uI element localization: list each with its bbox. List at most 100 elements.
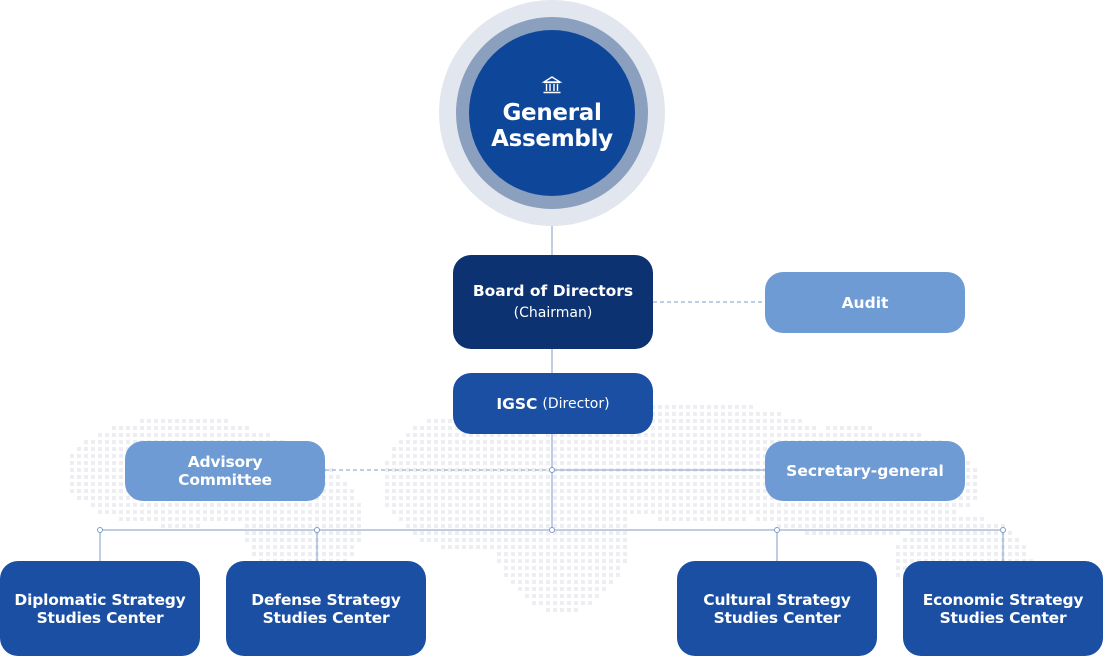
map-dot — [343, 545, 347, 549]
map-dot — [77, 489, 81, 493]
map-dot — [175, 433, 179, 437]
map-dot — [301, 552, 305, 556]
map-dot — [679, 447, 683, 451]
map-dot — [560, 587, 564, 591]
map-dot — [658, 440, 662, 444]
map-dot — [630, 440, 634, 444]
map-dot — [126, 440, 130, 444]
map-dot — [721, 426, 725, 430]
map-dot — [903, 517, 907, 521]
map-dot — [574, 482, 578, 486]
map-dot — [483, 510, 487, 514]
map-dot — [462, 503, 466, 507]
map-dot — [329, 482, 333, 486]
map-dot — [588, 594, 592, 598]
map-dot — [665, 433, 669, 437]
map-dot — [665, 412, 669, 416]
map-dot — [882, 503, 886, 507]
map-dot — [889, 503, 893, 507]
map-dot — [623, 482, 627, 486]
map-dot — [420, 489, 424, 493]
map-dot — [476, 482, 480, 486]
map-dot — [483, 475, 487, 479]
map-dot — [693, 496, 697, 500]
map-dot — [581, 524, 585, 528]
map-dot — [882, 433, 886, 437]
map-dot — [910, 517, 914, 521]
map-dot — [462, 489, 466, 493]
map-dot — [322, 531, 326, 535]
map-dot — [112, 426, 116, 430]
map-dot — [623, 489, 627, 493]
map-dot — [903, 538, 907, 542]
map-dot — [322, 489, 326, 493]
map-dot — [588, 475, 592, 479]
map-dot — [630, 482, 634, 486]
map-dot — [476, 510, 480, 514]
map-dot — [301, 510, 305, 514]
map-dot — [518, 447, 522, 451]
map-dot — [455, 440, 459, 444]
map-dot — [252, 545, 256, 549]
map-dot — [112, 447, 116, 451]
map-dot — [546, 601, 550, 605]
map-dot — [609, 545, 613, 549]
map-dot — [420, 524, 424, 528]
map-dot — [70, 468, 74, 472]
map-dot — [574, 552, 578, 556]
map-dot — [469, 433, 473, 437]
map-dot — [532, 447, 536, 451]
map-dot — [966, 468, 970, 472]
map-dot — [448, 496, 452, 500]
map-dot — [252, 552, 256, 556]
map-dot — [973, 538, 977, 542]
map-dot — [448, 475, 452, 479]
map-dot — [392, 475, 396, 479]
map-dot — [609, 566, 613, 570]
map-dot — [588, 503, 592, 507]
map-dot — [567, 587, 571, 591]
map-dot — [924, 510, 928, 514]
map-dot — [490, 454, 494, 458]
map-dot — [217, 426, 221, 430]
map-dot — [672, 503, 676, 507]
map-dot — [700, 510, 704, 514]
map-dot — [595, 440, 599, 444]
map-dot — [287, 552, 291, 556]
map-dot — [259, 433, 263, 437]
map-dot — [280, 503, 284, 507]
map-dot — [644, 440, 648, 444]
map-dot — [504, 433, 508, 437]
map-dot — [938, 524, 942, 528]
map-dot — [714, 496, 718, 500]
map-dot — [504, 475, 508, 479]
map-dot — [441, 426, 445, 430]
map-dot — [833, 503, 837, 507]
map-dot — [343, 510, 347, 514]
map-dot — [854, 517, 858, 521]
map-dot — [609, 503, 613, 507]
map-dot — [616, 482, 620, 486]
map-dot — [595, 496, 599, 500]
map-dot — [609, 559, 613, 563]
map-dot — [525, 545, 529, 549]
map-dot — [714, 419, 718, 423]
map-dot — [616, 433, 620, 437]
map-dot — [616, 454, 620, 458]
map-dot — [504, 482, 508, 486]
diplomatic-center-node: Diplomatic Strategy Studies Center — [0, 561, 200, 656]
map-dot — [553, 489, 557, 493]
map-dot — [385, 461, 389, 465]
map-dot — [238, 433, 242, 437]
igsc-subtitle: (Director) — [542, 395, 610, 412]
map-dot — [679, 510, 683, 514]
map-dot — [322, 503, 326, 507]
map-dot — [497, 510, 501, 514]
map-dot — [196, 510, 200, 514]
map-dot — [679, 461, 683, 465]
map-dot — [623, 440, 627, 444]
map-dot — [574, 566, 578, 570]
map-dot — [259, 538, 263, 542]
map-dot — [777, 510, 781, 514]
map-dot — [210, 433, 214, 437]
